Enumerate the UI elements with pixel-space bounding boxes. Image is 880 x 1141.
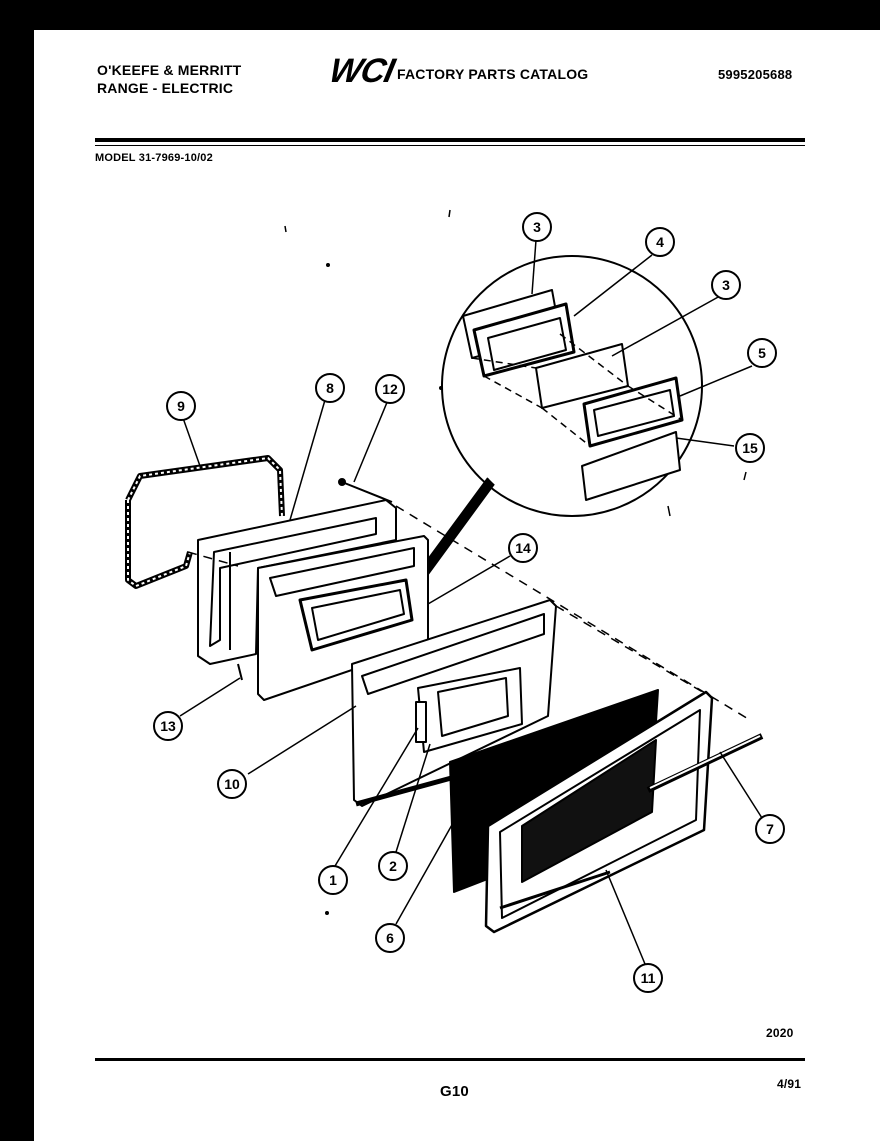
callout-label: 8 xyxy=(326,380,334,396)
callout-label: 2 xyxy=(389,858,397,874)
callout-label: 5 xyxy=(758,345,766,361)
header-rule-thin xyxy=(95,145,805,146)
callout-1: 1 xyxy=(318,865,348,895)
callout-label: 14 xyxy=(515,540,531,556)
part-12-screw xyxy=(341,481,393,503)
figure-number: 2020 xyxy=(766,1026,794,1040)
callout-circle xyxy=(315,373,345,403)
part-14-window xyxy=(298,578,414,652)
callout-label: 6 xyxy=(386,930,394,946)
callout-circle xyxy=(508,533,538,563)
callout-3: 3 xyxy=(522,212,552,242)
callout-circle xyxy=(735,433,765,463)
callout-circle xyxy=(711,270,741,300)
callout-8: 8 xyxy=(315,373,345,403)
catalog-title: FACTORY PARTS CATALOG xyxy=(397,66,589,82)
header-rule-thick xyxy=(95,138,805,142)
callout-label: 11 xyxy=(641,970,656,986)
revision-date: 4/91 xyxy=(777,1077,802,1091)
callout-circle xyxy=(378,851,408,881)
detail-magnifier-circle xyxy=(441,255,703,517)
callout-7: 7 xyxy=(755,814,785,844)
callout-11: 11 xyxy=(633,963,663,993)
callout-circle xyxy=(153,711,183,741)
catalog-page xyxy=(34,30,880,1141)
callout-label: 3 xyxy=(722,277,730,293)
detail-gasket-15 xyxy=(581,431,681,501)
catalog-number: 5995205688 xyxy=(718,67,793,82)
part-13-screw xyxy=(237,663,243,681)
callout-label: 4 xyxy=(656,234,664,250)
callout-6: 6 xyxy=(375,923,405,953)
callout-circle xyxy=(645,227,675,257)
part-2-bracket xyxy=(415,701,427,743)
page-code: G10 xyxy=(440,1083,469,1100)
callout-4: 4 xyxy=(645,227,675,257)
callout-label: 7 xyxy=(766,821,774,837)
callout-circle xyxy=(375,374,405,404)
callout-circle xyxy=(633,963,663,993)
callout-circle xyxy=(747,338,777,368)
model-number: MODEL 31-7969-10/02 xyxy=(95,152,213,164)
callout-9: 9 xyxy=(166,391,196,421)
callout-label: 10 xyxy=(224,776,240,792)
callout-circle xyxy=(318,865,348,895)
callout-2: 2 xyxy=(378,851,408,881)
callout-label: 15 xyxy=(742,440,758,456)
callout-label: 1 xyxy=(329,872,337,888)
callout-14: 14 xyxy=(508,533,538,563)
callout-circle xyxy=(755,814,785,844)
callout-circle xyxy=(166,391,196,421)
callout-circle xyxy=(522,212,552,242)
callout-label: 13 xyxy=(160,718,176,734)
callout-12: 12 xyxy=(375,374,405,404)
callout-circle xyxy=(375,923,405,953)
callout-15: 15 xyxy=(735,433,765,463)
callout-3: 3 xyxy=(711,270,741,300)
callout-5: 5 xyxy=(747,338,777,368)
callout-label: 9 xyxy=(177,398,185,414)
brand-line-1: O'KEEFE & MERRITT xyxy=(97,62,242,78)
callout-10: 10 xyxy=(217,769,247,799)
callout-circle xyxy=(217,769,247,799)
callout-label: 3 xyxy=(533,219,541,235)
callout-13: 13 xyxy=(153,711,183,741)
brand-line-2: RANGE - ELECTRIC xyxy=(97,80,234,96)
footer-rule xyxy=(95,1058,805,1061)
callout-label: 12 xyxy=(382,381,398,397)
